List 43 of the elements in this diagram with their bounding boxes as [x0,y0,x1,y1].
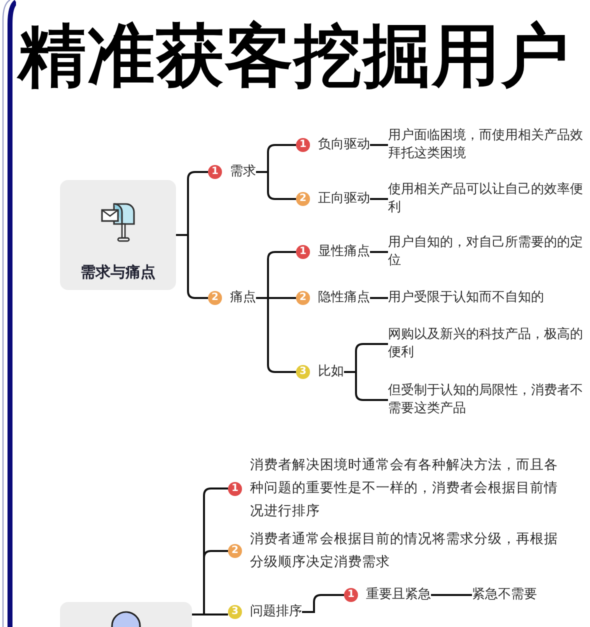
number-badge: 1 [228,482,242,496]
number-badge: 3 [228,605,242,619]
leaf-text: 使用相关产品可以让自己的效率便利 [388,181,584,217]
leaf-text: 用户面临困境，而使用相关产品效拜托这类困境 [388,127,584,163]
number-badge: 1 [344,588,358,602]
number-badge: 2 [296,291,310,305]
topic-label: 正向驱动 [318,190,370,208]
page-title: 精准获客挖掘用户 [18,16,570,98]
leaf-text: 用户受限于认知而不自知的 [388,289,584,307]
branch-connector [370,297,388,299]
number-badge: 3 [296,365,310,379]
number-badge: 2 [296,192,310,206]
card-title: 需求与痛点 [80,262,156,282]
branch-connector [256,171,296,200]
branch-text: 消费者解决困境时通常会有各种解决方法，而且各种问题的重要性是不一样的，消费者会根据目前情况进行排序 [250,456,558,521]
leaf-text: 紧急不需要 [472,586,572,604]
number-badge: 2 [208,291,222,305]
branch-connector [302,594,344,613]
topic-label: 显性痛点 [318,243,370,261]
branch-connector [370,198,388,200]
branch-connector [176,234,208,299]
leaf-text: 用户自知的，对自己所需要的的定位 [388,234,584,270]
topic-label: 痛点 [230,289,256,307]
leaf-text: 但受制于认知的局限性，消费者不需要这类产品 [388,382,584,418]
branch-connector [192,614,228,616]
branch-connector [370,144,388,146]
topic-label: 问题排序 [250,603,302,621]
topic-card [60,180,176,290]
topic-label: 比如 [318,363,344,381]
branch-connector [344,371,388,401]
topic-label: 需求 [230,163,256,181]
number-badge: 1 [208,165,222,179]
branch-connector [431,594,472,596]
branch-connector [370,251,388,253]
branch-text: 消费者通常会根据目前的情况将需求分级，再根据分级顺序决定消费需求 [250,530,558,572]
branch-connector [256,297,296,373]
topic-label: 隐性痛点 [318,289,370,307]
topic-label: 负向驱动 [318,136,370,154]
number-badge: 1 [296,245,310,259]
number-badge: 1 [296,138,310,152]
number-badge: 2 [228,544,242,558]
topic-label: 重要且紧急 [366,586,431,604]
leaf-text: 网购以及新兴的科技产品，极高的便利 [388,326,584,362]
